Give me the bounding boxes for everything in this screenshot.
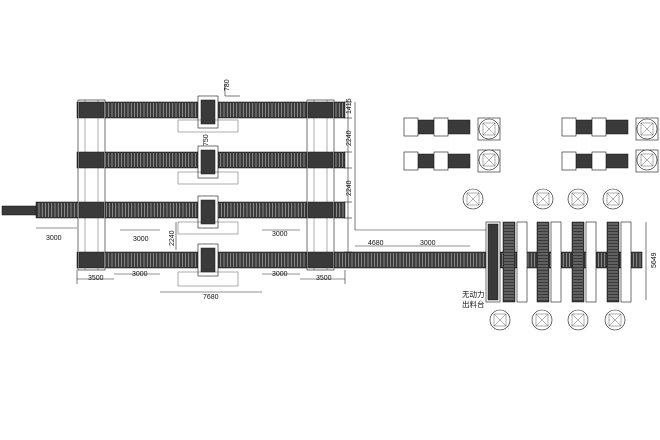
machine-cell-2	[177, 145, 239, 185]
dim-780: 780	[224, 79, 231, 91]
stacking-rack-icon	[636, 149, 658, 171]
unpowered-label-2: 出料台	[462, 299, 485, 309]
dimension-labels: 780 1415 2240 750 2240 3000 3000 3000 22…	[46, 79, 658, 301]
side-frame	[516, 221, 528, 303]
vertical-conveyors	[502, 221, 632, 303]
side-frame	[585, 221, 597, 303]
dim-3000-left: 3000	[46, 235, 62, 242]
dim-2240-a: 2240	[346, 130, 353, 146]
unpowered-label-1: 无动力	[462, 289, 485, 299]
dim-3000-right: 3000	[420, 240, 436, 247]
right-area	[403, 117, 659, 331]
dim-5649: 5649	[651, 252, 658, 268]
stacking-rack-icon	[532, 188, 554, 210]
machine-cell-3	[177, 195, 239, 235]
dim-3500-right: 3500	[316, 275, 332, 282]
dim-3000-mid-left: 3000	[133, 236, 149, 243]
dim-7680: 7680	[203, 294, 219, 301]
cjk-labels: 无动力 出料台	[462, 289, 485, 309]
stacking-rack-icon	[567, 188, 589, 210]
dim-3000-bottom-b: 3000	[272, 271, 288, 278]
vertical-frames	[77, 99, 335, 271]
stacking-rack-icon	[478, 149, 500, 171]
dim-750: 750	[203, 134, 210, 146]
stacking-rack-icon	[531, 309, 553, 331]
machine-cell-4	[177, 243, 239, 287]
left-lift-frame	[77, 99, 106, 271]
dim-2240-c: 2240	[169, 230, 176, 246]
infeed-stub	[1, 205, 37, 216]
dim-3000-mid-right: 3000	[272, 231, 288, 238]
dim-4680: 4680	[368, 240, 384, 247]
machine-cell-1	[177, 95, 239, 133]
stacking-rack-icon	[462, 188, 484, 210]
stacking-rack-icon	[602, 188, 624, 210]
dimension-lines	[36, 84, 647, 300]
stacking-rack-icon	[478, 118, 500, 140]
rack-row-bottom	[489, 309, 626, 331]
side-frame	[550, 221, 562, 303]
right-lift-frame	[306, 99, 335, 271]
dim-3500-left: 3500	[88, 275, 104, 282]
dim-2240-b: 2240	[346, 180, 353, 196]
rack-row-top	[462, 118, 658, 210]
machine-cells	[177, 95, 239, 287]
stacking-rack-icon	[567, 309, 589, 331]
dim-1415: 1415	[346, 98, 353, 114]
dim-3000-bottom-a: 3000	[132, 271, 148, 278]
stacking-rack-icon	[489, 309, 511, 331]
stacking-rack-icon	[604, 309, 626, 331]
side-frame	[620, 221, 632, 303]
stacking-rack-icon	[636, 118, 658, 140]
